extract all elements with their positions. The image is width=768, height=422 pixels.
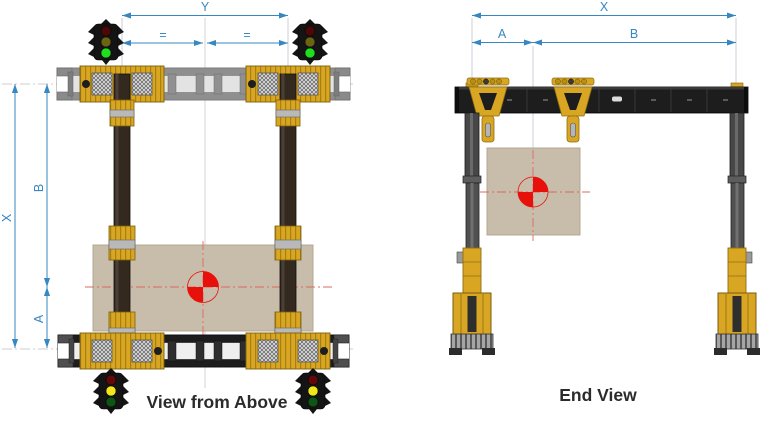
dimension-a-end: A	[472, 27, 533, 46]
beam-end-fork-right	[332, 334, 350, 368]
leg-base-slot	[732, 296, 742, 332]
track-pad	[449, 348, 462, 355]
leg-base-slot	[467, 296, 477, 332]
rail-clamp	[274, 225, 302, 261]
end-view: X A B	[449, 0, 760, 405]
traffic-light-bottom-left	[93, 368, 129, 414]
dimension-equal-halves: = =	[122, 28, 288, 47]
gantry-leg-right	[714, 112, 760, 355]
dimension-x-plan: X	[0, 84, 19, 348]
top-beam-clamp-left	[79, 65, 165, 103]
dimension-b-end-label: B	[630, 27, 638, 41]
traffic-light-top-right	[292, 19, 328, 65]
cog-end	[480, 150, 590, 241]
top-spreader-beam	[56, 65, 351, 103]
track-pad	[747, 348, 760, 355]
beam-end-fork-left	[57, 334, 75, 368]
bottom-beam-clamp-right	[245, 332, 331, 370]
dimension-x-end: X	[472, 0, 736, 19]
dimension-a-plan-label: A	[32, 314, 46, 323]
lamp-red	[100, 25, 112, 37]
crawler-track	[715, 333, 759, 350]
track-pad	[482, 348, 495, 355]
plan-rail-right	[274, 73, 302, 365]
traffic-light-top-left	[88, 19, 124, 65]
cog-wedge	[203, 271, 219, 287]
cog-wedge	[533, 177, 548, 192]
dimension-x-plan-label: X	[0, 213, 14, 222]
clamp-knob	[82, 80, 90, 88]
clamp-knob	[248, 80, 256, 88]
rail-clamp	[275, 99, 301, 127]
plan-view-title: View from Above	[146, 392, 287, 412]
beam-rungs	[167, 73, 249, 95]
traffic-light-bottom-right	[295, 368, 331, 414]
lamp-red	[105, 374, 117, 386]
lamp-red	[307, 374, 319, 386]
lifting-trolley-right	[551, 77, 595, 143]
lamp-green	[304, 47, 316, 59]
dimension-a-plan: A	[32, 287, 51, 348]
equal-left-label: =	[159, 28, 166, 42]
lamp-green	[105, 396, 117, 408]
plan-view: Y = = X B A	[0, 0, 353, 414]
rail-clamp	[109, 99, 135, 127]
dimension-b-end: B	[533, 27, 736, 46]
dimension-x-end-label: X	[600, 0, 609, 14]
dimension-b-plan: B	[32, 84, 51, 287]
lamp-green	[100, 47, 112, 59]
lifting-trolley-left	[466, 77, 510, 143]
lamp-amber	[100, 36, 112, 48]
beam-end-fork-right	[333, 67, 351, 101]
cog-wedge	[518, 192, 533, 207]
lamp-red	[304, 25, 316, 37]
lamp-green	[307, 396, 319, 408]
beam-marks	[507, 99, 728, 101]
lamp-amber	[307, 385, 319, 397]
lamp-amber	[105, 385, 117, 397]
beam-slot	[612, 96, 622, 102]
beam-end-fork-left	[56, 67, 74, 101]
crawler-track	[450, 333, 494, 350]
bottom-spreader-beam	[57, 332, 350, 370]
bottom-beam-clamp-left	[79, 332, 165, 370]
cog-wedge	[187, 287, 203, 303]
equal-right-label: =	[243, 28, 250, 42]
dimension-a-end-label: A	[498, 27, 507, 41]
plan-rail-left	[108, 73, 136, 365]
clamp-knob	[320, 347, 328, 355]
dimension-b-plan-label: B	[32, 184, 46, 192]
track-pad	[714, 348, 727, 355]
lamp-amber	[304, 36, 316, 48]
rail-clamp	[108, 225, 136, 261]
clamp-knob	[154, 347, 162, 355]
dimension-y-label: Y	[201, 0, 210, 14]
end-view-title: End View	[559, 385, 637, 405]
gantry-leg-left	[449, 112, 495, 355]
dimension-y: Y	[122, 0, 288, 19]
